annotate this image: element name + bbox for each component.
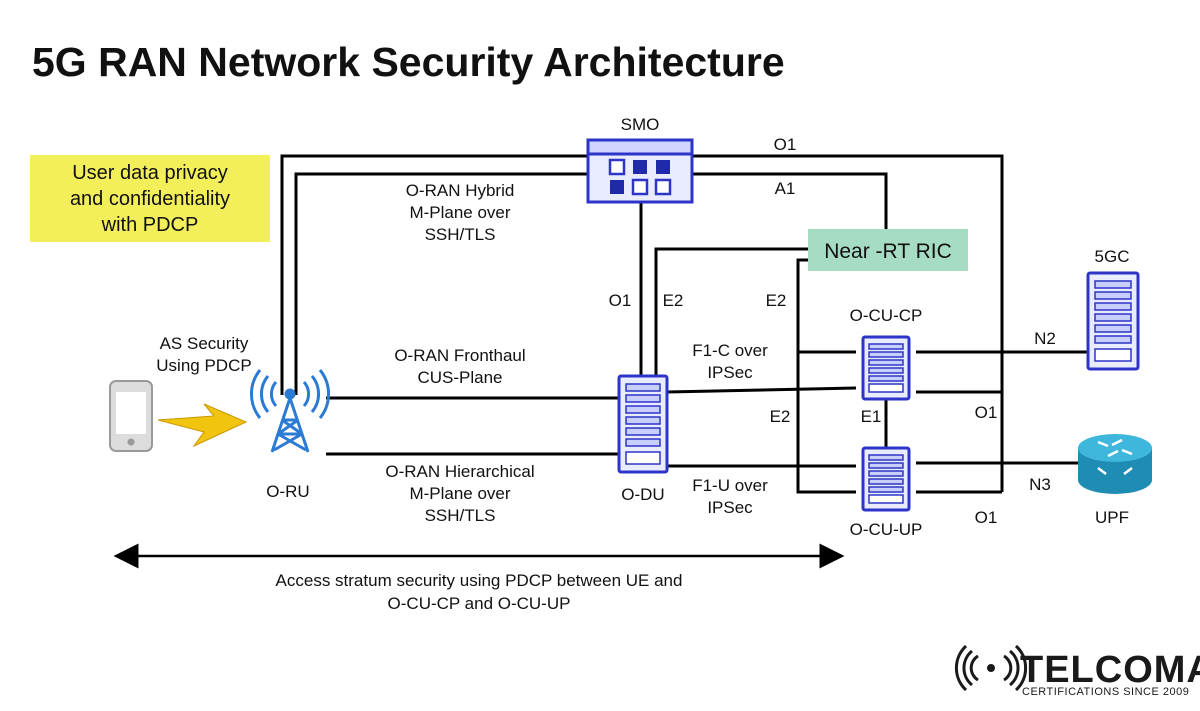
f1u-label-2: IPSec: [707, 498, 753, 517]
o-cu-up-label: O-CU-UP: [850, 520, 923, 539]
caption-line-2: O-CU-CP and O-CU-UP: [388, 594, 571, 613]
logo-tagline: CERTIFICATIONS SINCE 2009: [1022, 686, 1189, 698]
logo-name: TELCOMA: [1020, 649, 1200, 691]
hierarchical-label-2: M-Plane over: [409, 484, 510, 503]
wire-e2-du: [654, 247, 808, 376]
smartphone-icon: [109, 380, 153, 452]
wire-a1: [692, 172, 888, 232]
smo-label: SMO: [621, 115, 660, 134]
fronthaul-label-2: CUS-Plane: [417, 368, 502, 387]
router-icon: [1078, 434, 1152, 494]
connection-lines: [280, 154, 1088, 494]
antenna-tower-icon: [250, 369, 330, 453]
page-title: 5G RAN Network Security Architecture: [32, 39, 785, 85]
near-rt-ric-label: Near -RT RIC: [824, 240, 952, 263]
as-security-label-1: AS Security: [160, 334, 249, 353]
e2-ric-label: E2: [766, 291, 787, 310]
wire-o1-top: [692, 154, 1004, 492]
privacy-note-line-3: with PDCP: [101, 214, 199, 236]
o1-du-label: O1: [609, 291, 632, 310]
privacy-note: User data privacy and confidentiality wi…: [30, 155, 270, 242]
hierarchical-label-3: SSH/TLS: [425, 506, 496, 525]
hybrid-label-2: M-Plane over: [409, 203, 510, 222]
wire-f1c: [666, 386, 857, 394]
as-security-label-2: Using PDCP: [156, 356, 251, 375]
o1-up-label: O1: [975, 508, 998, 527]
o-cu-cp-server-icon: [861, 335, 911, 401]
wire-e2-cu: [796, 258, 856, 494]
e2-du-label: E2: [663, 291, 684, 310]
hierarchical-label-1: O-RAN Hierarchical: [385, 462, 534, 481]
o-cu-up-server-icon: [861, 446, 911, 512]
f1c-label-1: F1-C over: [692, 341, 768, 360]
f1c-label-2: IPSec: [707, 363, 753, 382]
near-rt-ric-box: Near -RT RIC: [808, 229, 968, 271]
lightning-icon: [157, 403, 248, 448]
n3-label: N3: [1029, 475, 1051, 494]
wire-smo-oru-inner: [294, 172, 588, 395]
hybrid-label-3: SSH/TLS: [425, 225, 496, 244]
o1-cp-label: O1: [975, 403, 998, 422]
five-gc-server-icon: [1086, 271, 1140, 371]
o-cu-cp-label: O-CU-CP: [850, 306, 923, 325]
fronthaul-label-1: O-RAN Fronthaul: [394, 346, 525, 365]
upf-label: UPF: [1095, 508, 1129, 527]
o1-top-label: O1: [774, 135, 797, 154]
o-du-server-icon: [617, 374, 669, 474]
e1-label: E1: [861, 407, 882, 426]
o-du-label: O-DU: [621, 485, 664, 504]
telcoma-logo: TELCOMA CERTIFICATIONS SINCE 2009: [954, 644, 1200, 698]
o-ru-label: O-RU: [266, 482, 309, 501]
wire-smo-oru-outer: [280, 154, 588, 395]
hybrid-label-1: O-RAN Hybrid: [406, 181, 515, 200]
caption-line-1: Access stratum security using PDCP betwe…: [276, 571, 683, 590]
privacy-note-line-1: User data privacy: [72, 162, 228, 184]
a1-label: A1: [775, 179, 796, 198]
smo-grid-icon: [586, 138, 694, 204]
privacy-note-line-2: and confidentiality: [70, 188, 230, 210]
e2-mid-label: E2: [770, 407, 791, 426]
f1u-label-1: F1-U over: [692, 476, 768, 495]
n2-label: N2: [1034, 329, 1056, 348]
five-gc-label: 5GC: [1095, 247, 1130, 266]
